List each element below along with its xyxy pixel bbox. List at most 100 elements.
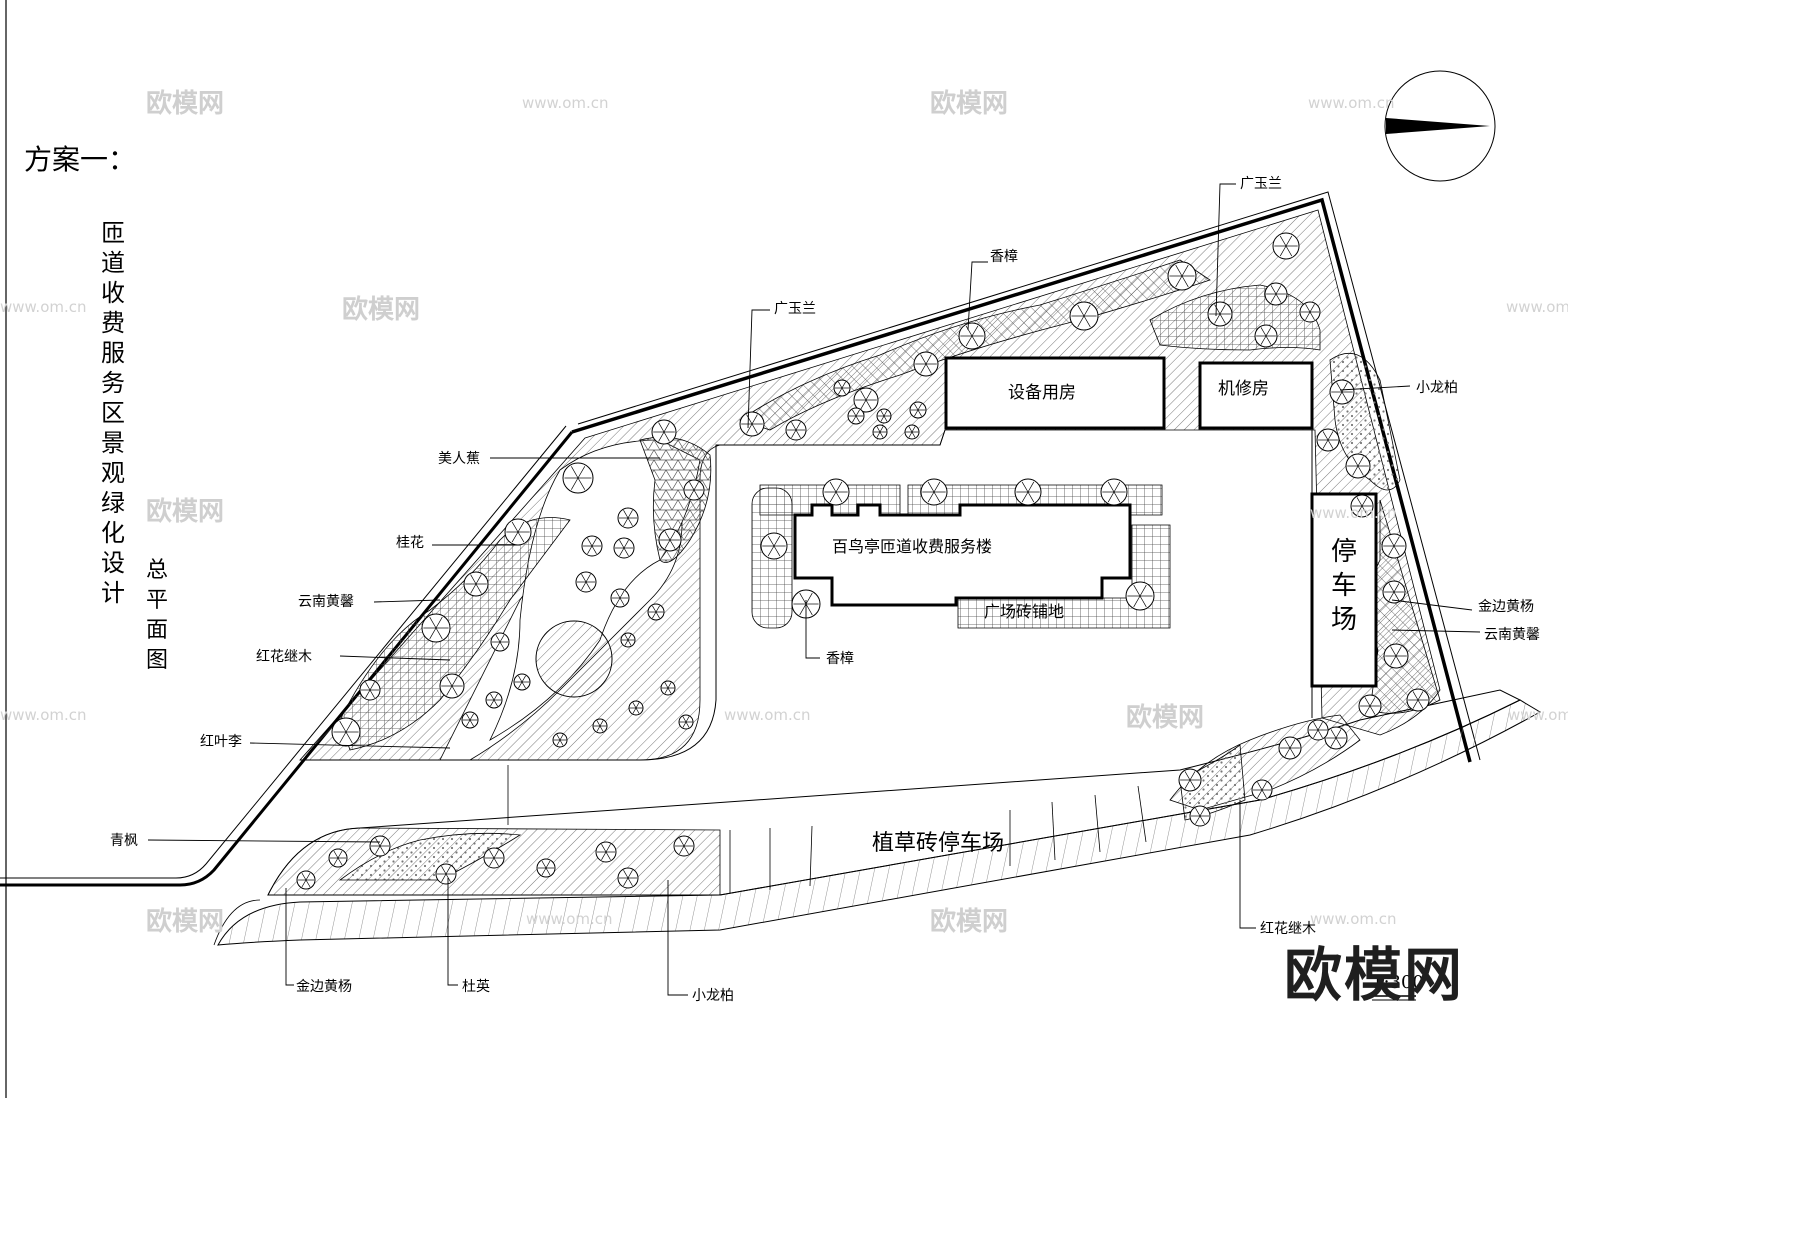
label-guangyulan-2: 广玉兰 xyxy=(1240,176,1282,192)
tree-symbol-icon xyxy=(1178,768,1202,792)
tree-symbol-icon xyxy=(1406,688,1430,712)
label-honghuajimu-1: 红花继木 xyxy=(256,649,312,665)
scheme-title: 方案一： xyxy=(24,143,137,176)
tree-symbol-icon xyxy=(739,411,765,437)
watermark-url: www.om.cn xyxy=(1310,910,1397,928)
label-duying: 杜英 xyxy=(462,978,490,995)
road-edge-line xyxy=(0,425,567,879)
tree-symbol-icon xyxy=(1189,805,1211,827)
tree-symbol-icon xyxy=(328,848,348,868)
site-boundary-west xyxy=(0,431,574,887)
watermark-url: www.om.cn xyxy=(1508,706,1568,724)
tree-symbol-icon xyxy=(620,632,636,648)
tree-symbol-icon xyxy=(760,532,788,560)
tree-symbol-icon xyxy=(647,603,665,621)
label-jinbianhuangyang-1: 金边黄杨 xyxy=(296,978,352,995)
tree-symbol-icon xyxy=(435,863,457,885)
tree-symbol-icon xyxy=(1069,301,1099,331)
label-yunnanhuangxin-2: 云南黄馨 xyxy=(1484,626,1540,643)
tree-symbol-icon xyxy=(610,588,630,608)
tree-symbol-icon xyxy=(853,387,879,413)
tree-symbol-icon xyxy=(1251,779,1273,801)
watermark-text: 欧模网 xyxy=(342,294,420,325)
tree-symbol-icon xyxy=(1324,726,1348,750)
tree-symbol-icon xyxy=(1207,301,1233,327)
watermark-url: www.om.cn xyxy=(522,94,609,112)
watermark-url: www.om.cn xyxy=(1506,298,1568,316)
tree-symbol-icon xyxy=(359,679,381,701)
tree-symbol-icon xyxy=(909,401,927,419)
tree-symbol-icon xyxy=(581,535,603,557)
service-building xyxy=(793,503,1132,607)
tree-symbol-icon xyxy=(617,507,639,529)
watermark-layer: 欧模网 www.om.cn 欧模网 www.om.cn www.om.cn 欧模… xyxy=(0,88,1568,937)
tree-symbol-icon xyxy=(904,424,920,440)
watermark-text: 欧模网 xyxy=(930,906,1008,937)
tree-symbol-icon xyxy=(678,714,694,730)
tree-symbol-icon xyxy=(1382,580,1406,604)
label-parking: 停车场 xyxy=(1331,537,1357,635)
tree-symbol-icon xyxy=(1329,379,1355,405)
parking-building xyxy=(1310,492,1378,688)
tree-symbol-icon xyxy=(872,424,888,440)
tree-symbol-icon xyxy=(1383,643,1409,669)
watermark-text: 欧模网 xyxy=(930,88,1008,119)
repair-room xyxy=(1198,361,1314,430)
label-guangyulan-1: 广玉兰 xyxy=(774,301,816,317)
tree-symbol-icon xyxy=(1345,453,1371,479)
tree-symbol-icon xyxy=(575,571,597,593)
tree-symbol-icon xyxy=(483,847,505,869)
watermark-url: www.om.cn xyxy=(526,910,613,928)
leader-lines xyxy=(147,183,1481,996)
tree-symbol-icon xyxy=(296,870,316,890)
watermark-text: 欧模网 xyxy=(146,496,224,527)
tree-symbol-icon xyxy=(683,479,705,501)
label-jinbianhuangyang-2: 金边黄杨 xyxy=(1478,598,1534,615)
watermark-text: 欧模网 xyxy=(1126,702,1204,733)
label-equipment-room: 设备用房 xyxy=(1008,383,1076,403)
plan-subtitle-vertical: 总平面图 xyxy=(145,558,168,673)
tree-symbol-icon xyxy=(463,571,489,597)
tree-symbol-icon xyxy=(876,408,892,424)
shrub-bed-hongyeli xyxy=(339,517,571,751)
tree-symbol-icon xyxy=(1350,494,1374,518)
tree-symbol-icon xyxy=(1358,694,1382,718)
tree-symbol-icon xyxy=(1264,282,1288,306)
tree-symbol-icon xyxy=(592,718,608,734)
tree-symbol-icon xyxy=(847,407,865,425)
label-grass-parking: 植草砖停车场 xyxy=(872,831,1004,856)
tree-symbol-icon xyxy=(660,680,676,696)
shrub-bed-meirenjiao xyxy=(639,436,712,563)
tree-symbol-icon xyxy=(1100,478,1128,506)
tree-symbol-icon xyxy=(673,835,695,857)
tree-symbol-icon xyxy=(490,632,510,652)
site-boundary-outer xyxy=(577,191,1481,761)
tree-symbol-icon xyxy=(920,478,948,506)
tree-symbol-icon xyxy=(1014,478,1042,506)
tree-symbol-icon xyxy=(485,691,503,709)
watermark-text: 欧模网 xyxy=(146,906,224,937)
watermark-url: www.om.cn xyxy=(724,706,811,724)
scale-label: 1:300 xyxy=(1372,972,1424,993)
landscape-plan-drawing: 广玉兰 香樟 广玉兰 小龙柏 美人蕉 桂花 云南黄馨 红花继木 红叶李 青枫 金… xyxy=(0,0,1568,1098)
project-title-vertical: 匝道收费服务区景观绿化设计 xyxy=(101,219,125,607)
tree-symbol-icon xyxy=(1299,301,1321,323)
label-guihua: 桂花 xyxy=(396,535,424,551)
tree-symbol-icon xyxy=(504,518,532,546)
watermark-url: www.om.cn xyxy=(1310,504,1397,522)
site-plan-canvas: 广玉兰 香樟 广玉兰 小龙柏 美人蕉 桂花 云南黄馨 红花继木 红叶李 青枫 金… xyxy=(0,0,1568,1098)
tree-symbol-icon xyxy=(1254,324,1278,348)
tree-symbol-icon xyxy=(536,858,556,878)
label-repair-room: 机修房 xyxy=(1218,379,1269,399)
north-arrow-icon xyxy=(1384,70,1496,182)
tree-symbol-icon xyxy=(562,462,594,494)
round-planter xyxy=(535,620,613,698)
tree-symbol-icon xyxy=(822,478,850,506)
label-plaza-paving: 广场砖铺地 xyxy=(984,602,1064,621)
tree-symbol-icon xyxy=(595,841,617,863)
tree-symbol-icon xyxy=(1272,232,1300,260)
tree-symbol-icon xyxy=(1278,736,1302,760)
watermark-text: 欧模网 xyxy=(146,88,224,119)
tree-symbol-icon xyxy=(1125,581,1155,611)
label-yunnanhuangxin-1: 云南黄馨 xyxy=(298,593,354,610)
